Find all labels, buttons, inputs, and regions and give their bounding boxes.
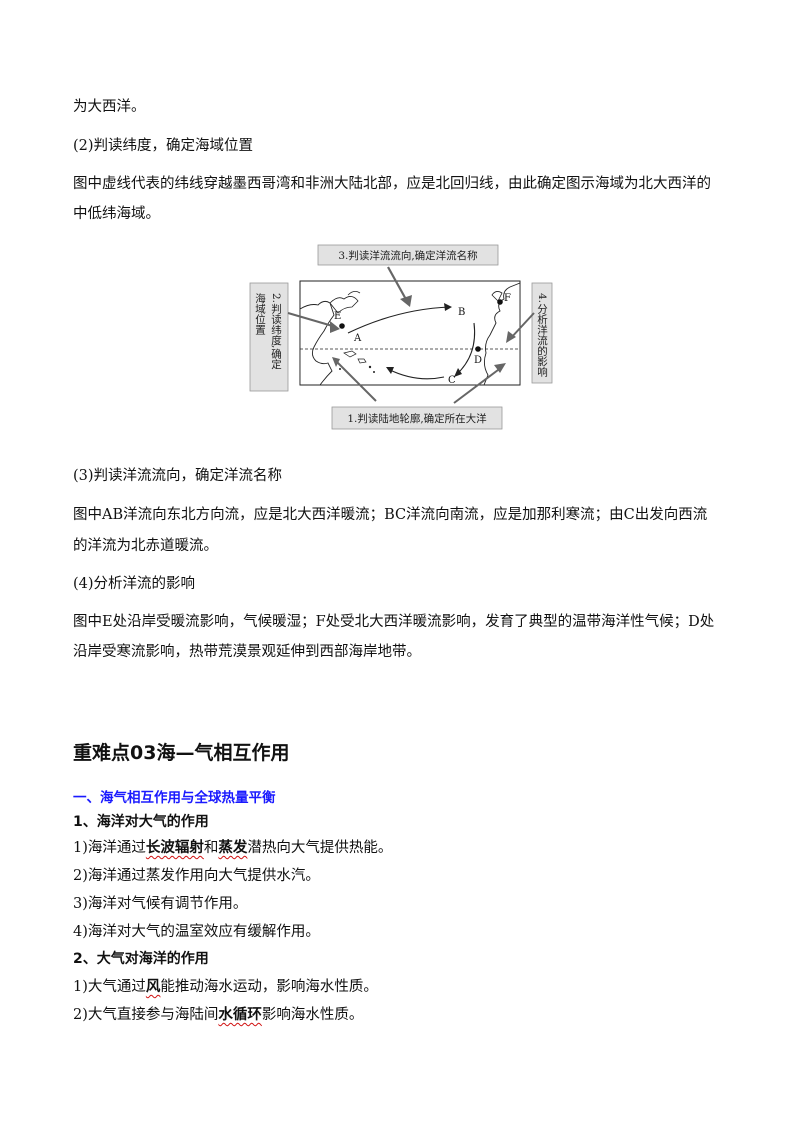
point-c-label: C	[448, 375, 456, 386]
step3-heading: (3)判读洋流流向，确定洋流名称	[73, 468, 283, 484]
step2-heading: (2)判读纬度，确定海域位置	[73, 138, 254, 154]
point-d-label: D	[474, 355, 482, 366]
step4-body-line1: 图中E处沿岸受暖流影响，气候暖湿；F处受北大西洋暖流影响，发育了典型的温带海洋性…	[73, 614, 715, 630]
part1-heading: 1、海洋对大气的作用	[73, 814, 209, 830]
point-b-label: B	[458, 307, 465, 318]
point-e-label: E	[334, 311, 341, 322]
part1-item-3: 3)海洋对气候有调节作用。	[73, 896, 248, 912]
figure-right-label: 4.分析洋流的影响	[536, 293, 548, 377]
point-e-marker	[339, 323, 345, 329]
part1-item-1: 1)海洋通过长波辐射和蒸发潜热向大气提供热能。	[73, 840, 393, 856]
current-c-west	[387, 368, 445, 380]
current-a-to-b	[347, 306, 451, 334]
point-a-label: A	[353, 333, 362, 344]
step3-body-line1: 图中AB洋流向东北方向流，应是北大西洋暖流；BC洋流向南流，应是加那利寒流；由C…	[73, 507, 708, 523]
europe-africa-coast	[483, 282, 521, 386]
point-f-marker	[497, 299, 503, 305]
step4-body-line2: 沿岸受寒流影响，热带荒漠景观延伸到西部海岸地带。	[73, 644, 421, 660]
intro-line: 为大西洋。	[73, 99, 146, 115]
figure-left-label-col1: 海域位置	[254, 292, 266, 335]
figure-left-label-col2: 2.判读纬度,确定	[270, 293, 282, 370]
pointer-top-arrow	[387, 266, 409, 304]
part2-item-2: 2)大气直接参与海陆间水循环影响海水性质。	[73, 1007, 364, 1023]
pointer-right-arrow	[509, 312, 535, 340]
part2-item-1: 1)大气通过风能推动海水运动，影响海水性质。	[73, 979, 378, 995]
key-point-subtitle: 一、海气相互作用与全球热量平衡	[73, 790, 276, 806]
pointer-left-arrow	[287, 312, 337, 328]
keyword-long-wave-radiation: 长波辐射	[145, 840, 204, 856]
north-america-coast	[299, 300, 335, 386]
point-d-marker	[475, 346, 481, 352]
step4-heading: (4)分析洋流的影响	[73, 576, 196, 592]
part2-heading: 2、大气对海洋的作用	[73, 951, 209, 967]
pointer-bottom-right-arrow	[453, 366, 503, 404]
step3-body-line2: 的洋流为北赤道暖流。	[73, 538, 218, 554]
keyword-evaporation: 蒸发	[218, 840, 248, 856]
step2-body-line1: 图中虚线代表的纬线穿越墨西哥湾和非洲大陆北部，应是北回归线，由此确定图示海域为北…	[73, 176, 711, 192]
ocean-current-figure: 3.判读洋流流向,确定洋流名称 海域位置 2.判读纬度,确定 4.分析洋流的影响…	[249, 244, 553, 430]
keyword-wind: 风	[145, 979, 161, 995]
part1-item-4: 4)海洋对大气的温室效应有缓解作用。	[73, 924, 320, 940]
part1-item-2: 2)海洋通过蒸发作用向大气提供水汽。	[73, 868, 320, 884]
keyword-water-cycle: 水循环	[218, 1007, 262, 1023]
key-point-title: 重难点03海—气相互作用	[73, 742, 290, 764]
step2-body-line2: 中低纬海域。	[73, 206, 160, 222]
figure-bottom-label: 1.判读陆地轮廓,确定所在大洋	[347, 412, 487, 425]
pointer-bottom-left-arrow	[335, 360, 377, 402]
figure-top-label: 3.判读洋流流向,确定洋流名称	[338, 249, 478, 262]
point-f-label: F	[504, 293, 511, 304]
